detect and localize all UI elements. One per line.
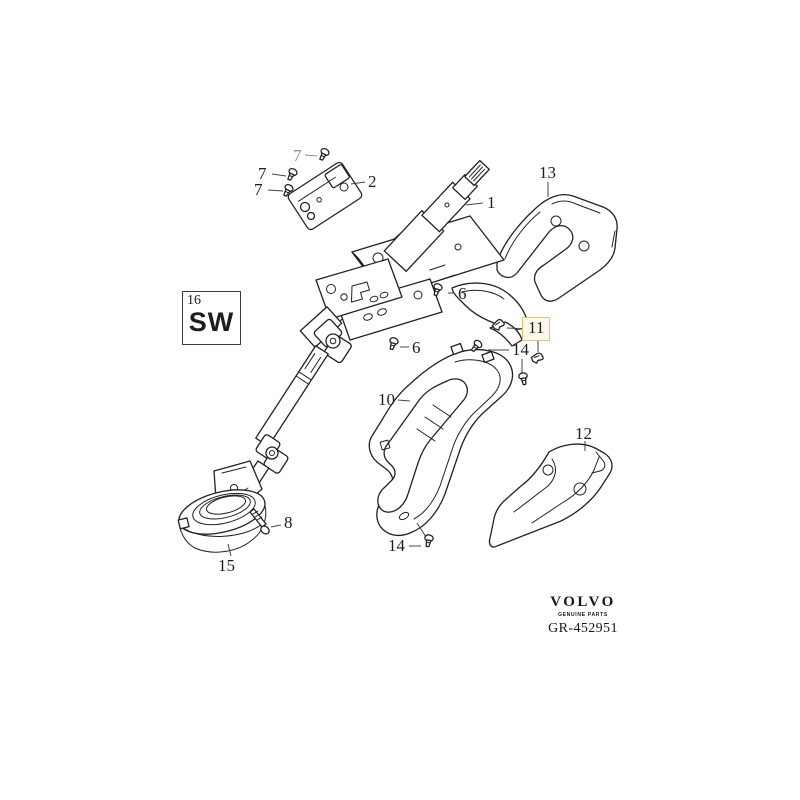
part-1-steering-column-assembly (213, 159, 528, 507)
part-13-upper-cover (496, 193, 618, 302)
screw-14-bottom (422, 533, 435, 549)
screw-7-top (316, 146, 331, 163)
callout-12: 12 (575, 424, 592, 443)
part-8-bolt (249, 508, 270, 535)
clip-11-b (529, 351, 545, 365)
callout-11-highlighted[interactable]: 11 (522, 317, 551, 341)
callout-14-bottom: 14 (388, 536, 405, 555)
part-2-ignition-housing (287, 161, 363, 231)
callout-8: 8 (284, 513, 293, 532)
callout-10: 10 (378, 390, 395, 409)
brand-block: VOLVO GENUINE PARTS GR-452951 (538, 594, 628, 637)
callout-7-top: 7 (293, 146, 302, 165)
callout-2: 2 (368, 172, 377, 191)
callout-13: 13 (539, 163, 556, 182)
volvo-logo: VOLVO (550, 594, 616, 610)
part-12-side-cover (488, 443, 613, 548)
screw-6-left (386, 336, 400, 352)
screw-7-upper (284, 166, 299, 183)
brand-tagline: GENUINE PARTS (558, 612, 608, 618)
callout-6-left: 6 (412, 338, 421, 357)
callout-1: 1 (487, 193, 496, 212)
screw-14-middle (517, 371, 530, 386)
callout-14-upper: 14 (512, 340, 529, 359)
ref-box-code: SW (188, 307, 235, 337)
callout-6-right: 6 (458, 284, 467, 303)
callout-15: 15 (218, 556, 235, 575)
callout-7-upper: 7 (258, 164, 267, 183)
callout-7-lower: 7 (254, 180, 263, 199)
ref-box-number: 16 (187, 293, 201, 308)
leader-lines (227, 154, 586, 557)
part-10-lower-cover (368, 342, 514, 537)
drawing-code: GR-452951 (548, 621, 618, 636)
part-15-sealing-boot (177, 489, 267, 553)
steering-wheel-ref-box: 16 SW (182, 291, 241, 345)
